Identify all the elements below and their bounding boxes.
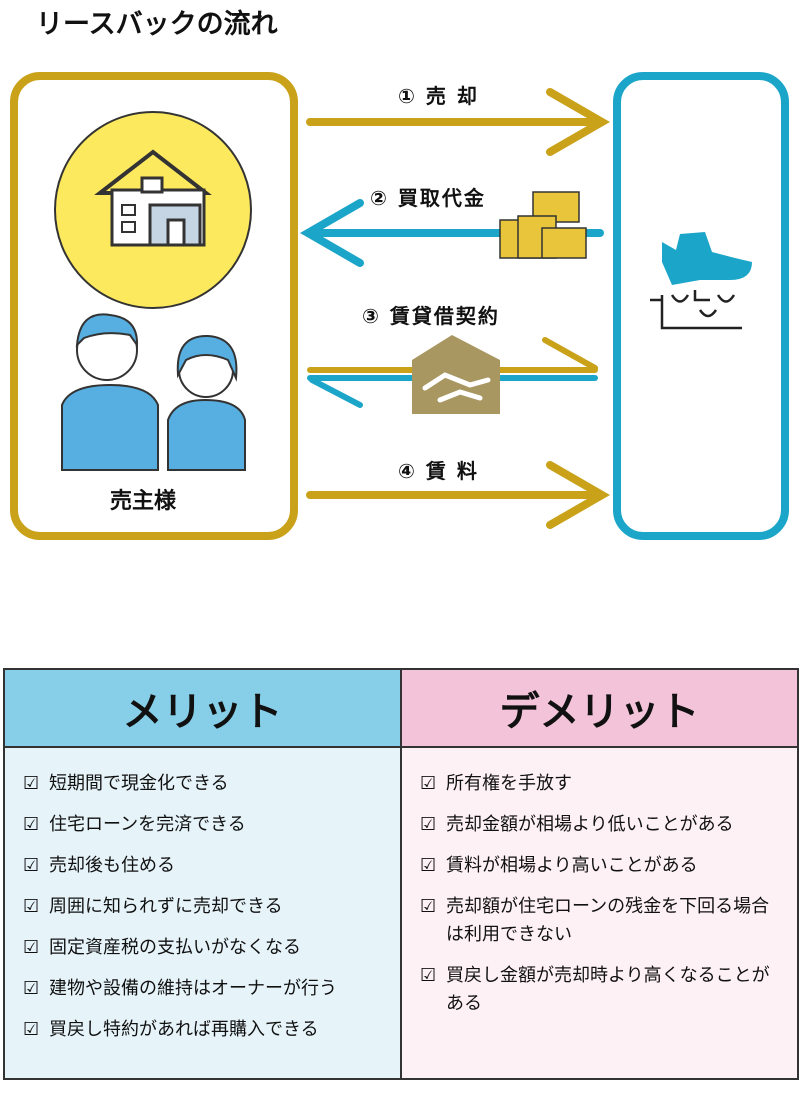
item-text: 固定資産税の支払いがなくなる [49,937,301,958]
item-text: 住宅ローンを完済できる [49,814,246,835]
buyer-logo-icon [650,232,752,330]
list-item: ☑ 周囲に知られずに売却できる [23,893,400,921]
arrow-sale [306,88,611,156]
checkbox-icon: ☑ [420,773,437,794]
item-text: 賃料が相場より高いことがある [446,855,698,876]
list-item: ☑ 所有権を手放す [420,770,777,798]
checkbox-icon: ☑ [23,814,40,835]
item-text: 所有権を手放す [446,773,572,794]
item-text: 売却額が住宅ローンの残金を下回る場合は利用できない [446,896,770,945]
seller-box [10,72,298,540]
seller-label: 売主様 [110,489,177,514]
item-text: 建物や設備の維持はオーナーが行う [49,978,337,999]
merit-demerit-table: メリット デメリット ☑ 短期間で現金化できる ☑ 住宅ローンを完済できる ☑ 売却後… [3,668,799,1080]
item-text: 周囲に知られずに売却できる [49,896,283,917]
item-text: 売却後も住める [49,855,175,876]
contract-handshake-icon [412,335,500,414]
demerit-heading: デメリット [400,668,799,748]
flow-diagram [54,88,752,529]
merit-heading: メリット [3,668,402,748]
checkbox-icon: ☑ [420,814,437,835]
checkbox-icon: ☑ [23,1019,40,1040]
step-sale-label: ① 売 却 [398,84,479,108]
checkbox-icon: ☑ [420,855,437,876]
item-text: 短期間で現金化できる [49,773,229,794]
item-text: 買戻し特約があれば再購入できる [49,1019,319,1040]
list-item: ☑ 買戻し金額が売却時より高くなることがある [420,962,777,1018]
demerit-list: ☑ 所有権を手放す ☑ 売却金額が相場より低いことがある ☑ 賃料が相場より高いことが… [400,746,799,1080]
money-stack-icon [499,191,587,259]
checkbox-icon: ☑ [23,896,40,917]
step-payment-label: ② 買取代金 [370,186,486,210]
list-item: ☑ 固定資産税の支払いがなくなる [23,934,400,962]
buyer-box [613,72,789,540]
page-title: リースバックの流れ [36,9,278,40]
list-item: ☑ 売却金額が相場より低いことがある [420,811,777,839]
list-item: ☑ 売却後も住める [23,852,400,880]
item-text: 売却金額が相場より低いことがある [446,814,734,835]
list-item: ☑ 買戻し特約があれば再購入できる [23,1016,400,1044]
list-item: ☑ 売却額が住宅ローンの残金を下回る場合は利用できない [420,893,777,949]
list-item: ☑ 賃料が相場より高いことがある [420,852,777,880]
checkbox-icon: ☑ [420,896,437,917]
checkbox-icon: ☑ [23,855,40,876]
list-item: ☑ 住宅ローンを完済できる [23,811,400,839]
checkbox-icon: ☑ [23,937,40,958]
list-item: ☑ 短期間で現金化できる [23,770,400,798]
sellers-couple-icon [61,313,246,471]
arrow-rent [306,461,611,529]
checkbox-icon: ☑ [23,978,40,999]
step-rent-label: ④ 賃 料 [398,459,479,483]
checkbox-icon: ☑ [23,773,40,794]
list-item: ☑ 建物や設備の維持はオーナーが行う [23,975,400,1003]
merit-list: ☑ 短期間で現金化できる ☑ 住宅ローンを完済できる ☑ 売却後も住める ☑ 周囲に知ら… [3,746,402,1080]
item-text: 買戻し金額が売却時より高くなることがある [446,965,770,1014]
house-icon [54,111,252,309]
step-lease-label: ③ 賃貸借契約 [362,304,500,328]
checkbox-icon: ☑ [420,965,437,986]
